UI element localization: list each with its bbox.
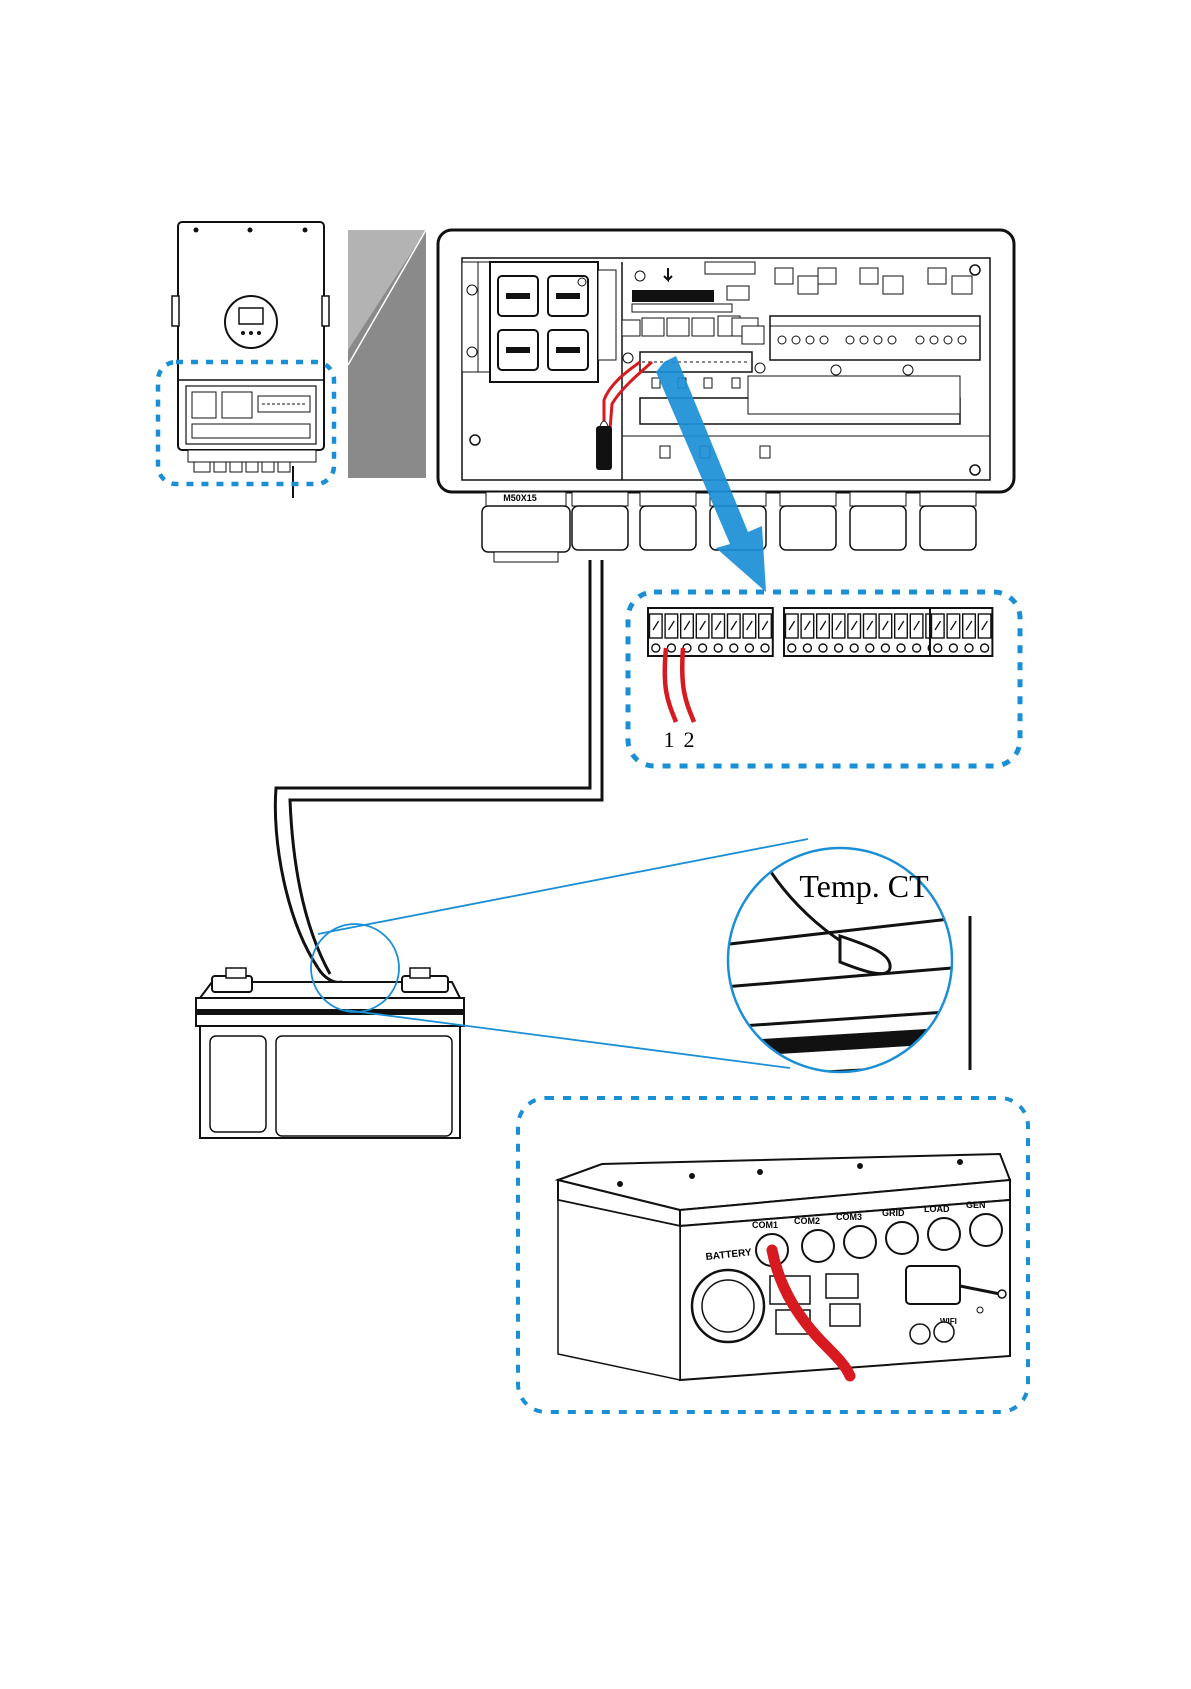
terminal-hole: [819, 644, 827, 652]
terminal-hole: [714, 644, 722, 652]
sensor-cable: [275, 560, 602, 982]
terminal-hole: [730, 644, 738, 652]
battery: [196, 924, 464, 1138]
terminal-hole: [803, 644, 811, 652]
terminal-hole: [934, 644, 942, 652]
terminal-hole: [981, 644, 989, 652]
inverter-overview: [158, 222, 334, 498]
inverter-wiring-bay: M50X15: [438, 230, 1014, 592]
sensor-label: Temp. CT: [799, 868, 929, 904]
pin-label-1: 1: [664, 727, 675, 752]
terminal-hole: [745, 644, 753, 652]
pin-label-2: 2: [684, 727, 695, 752]
port-label-com1: COM1: [752, 1220, 778, 1230]
terminal-hole: [652, 644, 660, 652]
battery-breaker: [462, 262, 616, 382]
terminal-hole: [667, 644, 675, 652]
port-label-com3: COM3: [836, 1212, 862, 1222]
terminal-hole: [949, 644, 957, 652]
temp-probe-connector: [596, 426, 612, 470]
terminal-hole: [850, 644, 858, 652]
port-label-grid: GRID: [882, 1208, 905, 1218]
port-panel-zoom: BATTERY COM1 COM2 COM3 GRID LOAD GEN WIF…: [518, 1098, 1028, 1412]
terminal-hole: [897, 644, 905, 652]
wall: [348, 230, 426, 478]
terminal-hole: [835, 644, 843, 652]
terminal-hole: [913, 644, 921, 652]
terminal-hole: [788, 644, 796, 652]
terminal-hole: [866, 644, 874, 652]
gland-label: M50X15: [503, 493, 537, 503]
terminal-hole: [699, 644, 707, 652]
terminal-hole: [881, 644, 889, 652]
terminal-hole: [761, 644, 769, 652]
port-label-gen: GEN: [966, 1200, 986, 1210]
port-label-load: LOAD: [924, 1204, 950, 1214]
terminal-zoom: 1 2: [628, 592, 1020, 766]
terminal-hole: [965, 644, 973, 652]
port-label-com2: COM2: [794, 1216, 820, 1226]
terminal-strip: [648, 608, 992, 656]
